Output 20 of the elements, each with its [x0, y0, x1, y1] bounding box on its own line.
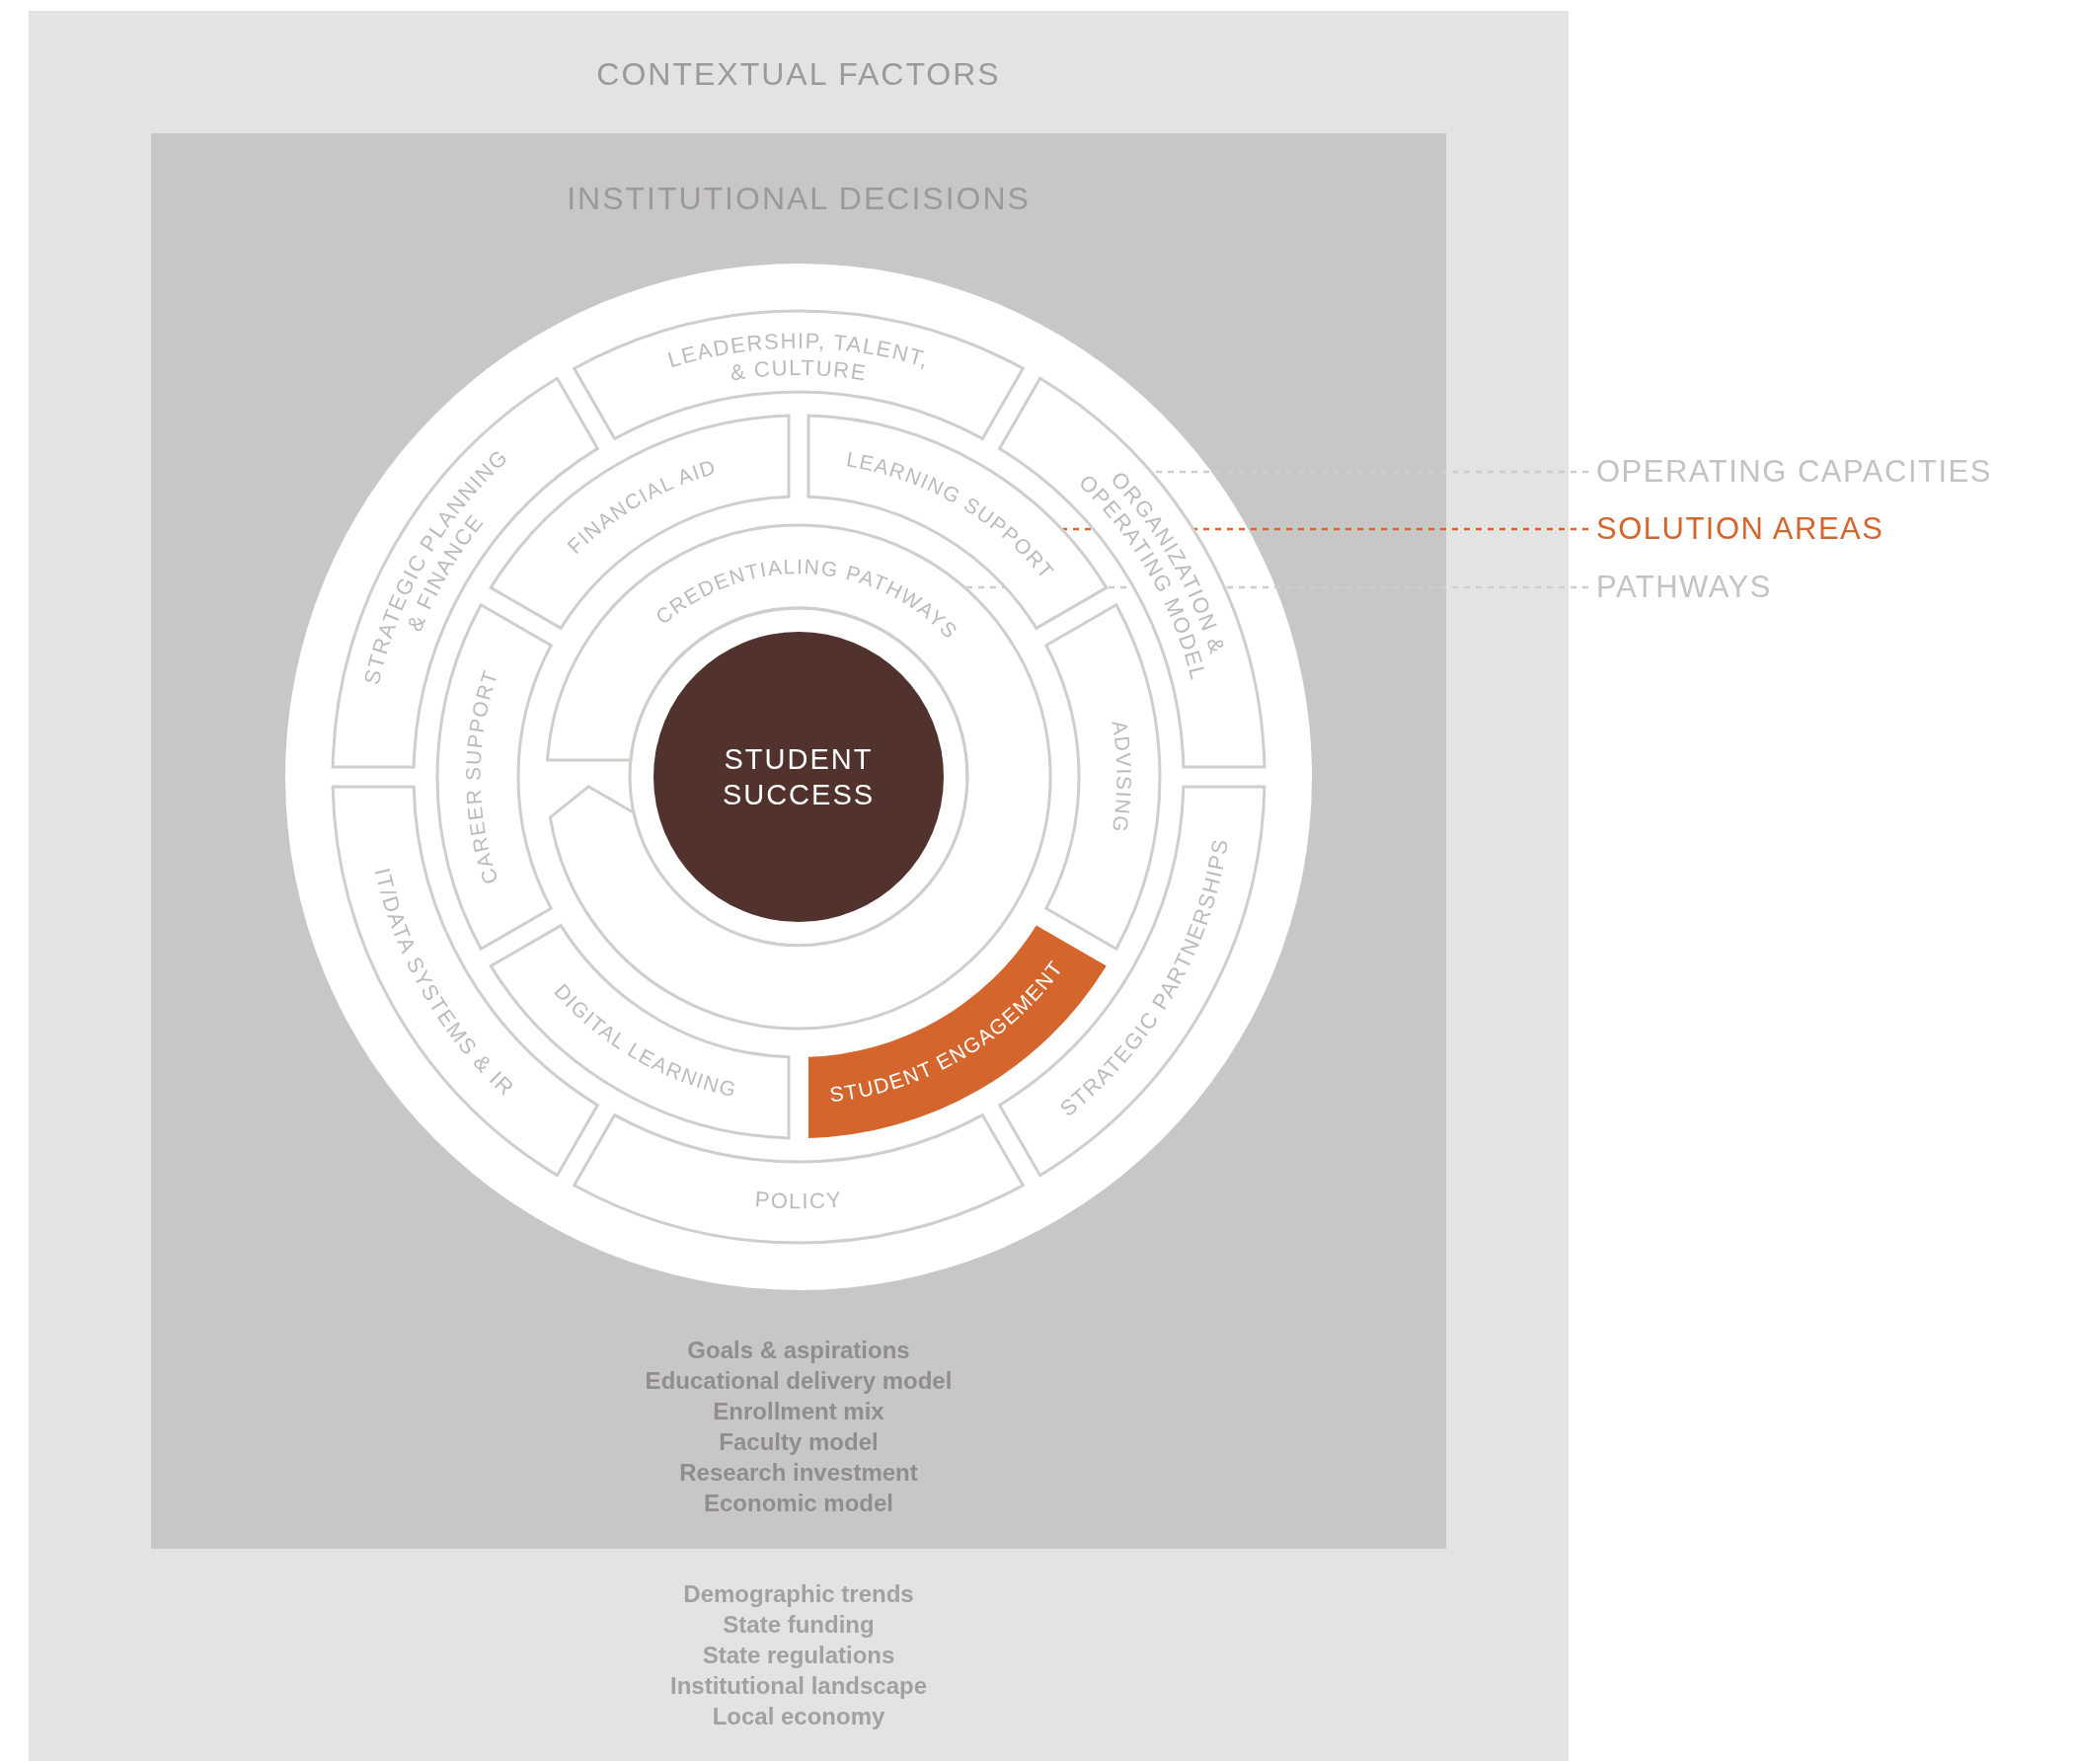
factor-item: Educational delivery model [645, 1366, 953, 1396]
factor-item: State funding [723, 1610, 875, 1640]
factor-item: Economic model [704, 1489, 893, 1518]
segment-label: LEADERSHIP, TALENT, & CULTURE [664, 328, 933, 386]
factor-item: Goals & aspirations [687, 1336, 910, 1365]
panel-title: CONTEXTUAL FACTORS [596, 56, 1001, 93]
segment-label: POLICY [753, 1187, 844, 1214]
factor-item: Institutional landscape [670, 1671, 927, 1701]
factor-item: Demographic trends [683, 1579, 914, 1609]
factor-item: Enrollment mix [713, 1397, 884, 1426]
layer-label: SOLUTION AREAS [1596, 511, 1884, 547]
center-label: STUDENT SUCCESS [721, 742, 877, 812]
factor-item: Faculty model [719, 1427, 879, 1457]
factor-item: State regulations [702, 1641, 895, 1670]
ring-segment [573, 309, 1025, 440]
factor-item: Local economy [712, 1702, 885, 1731]
layer-label: OPERATING CAPACITIES [1596, 454, 1992, 490]
layer-label: PATHWAYS [1596, 570, 1772, 605]
ring-segment [573, 1113, 1025, 1245]
factor-item: Research investment [679, 1458, 918, 1488]
